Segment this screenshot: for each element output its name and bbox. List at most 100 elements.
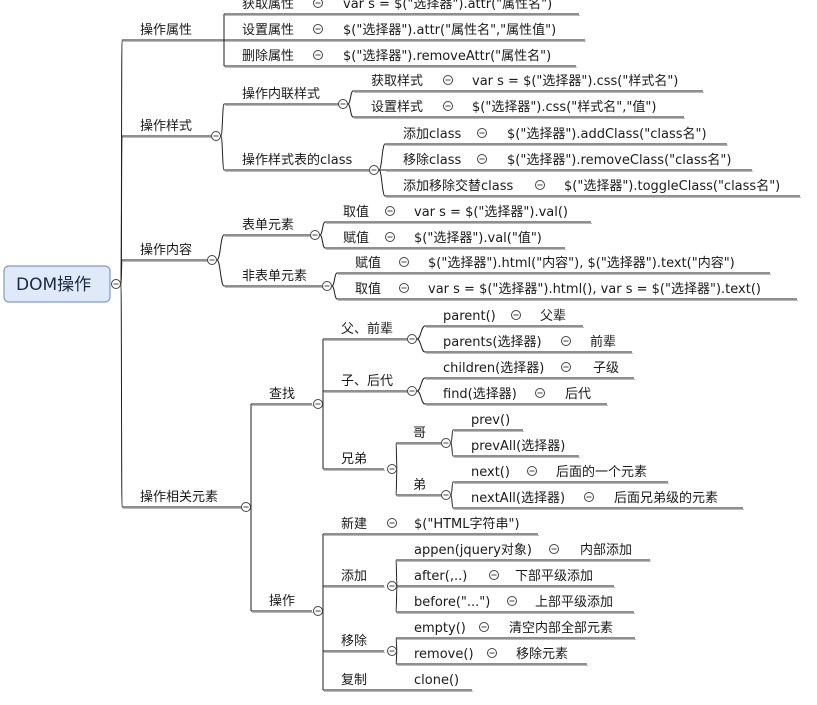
node-copy-code: clone() (414, 673, 459, 688)
collapse-minus-icon[interactable] (489, 570, 499, 580)
collapse-minus-icon[interactable] (443, 101, 453, 111)
node-siblings-label: 兄弟 (341, 452, 367, 467)
connector-line (220, 135, 225, 171)
collapse-minus-icon[interactable] (387, 518, 397, 528)
collapse-minus-icon[interactable] (385, 232, 395, 242)
connector-line (378, 143, 386, 171)
collapse-minus-icon[interactable] (111, 279, 121, 289)
node-attr-set-label: 设置属性 (242, 23, 294, 38)
node-attr-del-code: $("选择器").removeAttr("属性名") (343, 48, 551, 64)
connector-line (319, 234, 326, 249)
connector-line (216, 259, 225, 287)
collapse-minus-icon[interactable] (387, 464, 397, 474)
collapse-minus-icon[interactable] (511, 310, 521, 320)
collapse-minus-icon[interactable] (535, 388, 545, 398)
connector-line (319, 221, 326, 236)
collapse-minus-icon[interactable] (338, 99, 348, 109)
collapse-minus-icon[interactable] (584, 492, 594, 502)
node-remove-label: 移除 (341, 634, 367, 649)
connector-line (416, 390, 426, 405)
collapse-minus-icon[interactable] (399, 283, 409, 293)
collapse-minus-icon[interactable] (399, 257, 409, 267)
connector-line (216, 234, 225, 261)
connector-line (450, 442, 454, 457)
node-parent-fn-desc: 父辈 (540, 309, 566, 324)
collapse-minus-icon[interactable] (385, 206, 395, 216)
collapse-minus-icon[interactable] (322, 281, 332, 291)
connector-line (416, 377, 426, 392)
node-parent-fn-label: parent() (443, 309, 496, 324)
node-before-fn-desc: 上部平级添加 (535, 595, 613, 610)
collapse-minus-icon[interactable] (387, 581, 397, 591)
node-inline-get-code: var s = $("选择器").css("样式名") (472, 73, 678, 89)
node-find-label: 查找 (269, 387, 295, 402)
collapse-minus-icon[interactable] (369, 165, 379, 175)
collapse-minus-icon[interactable] (479, 622, 489, 632)
node-create-code: $("HTML字符串") (414, 516, 520, 532)
node-content-label: 操作内容 (140, 242, 192, 258)
node-attr-del-label: 删除属性 (242, 49, 294, 64)
node-prev-fn-label: prev() (471, 413, 510, 428)
node-next-fn-label: next() (471, 465, 510, 480)
node-after-fn-desc: 下部平级添加 (515, 569, 593, 584)
collapse-minus-icon[interactable] (407, 386, 417, 396)
collapse-minus-icon[interactable] (487, 648, 497, 658)
node-nextall-fn-desc: 后面兄弟级的元素 (614, 490, 718, 506)
root-node[interactable] (3, 265, 111, 303)
collapse-minus-icon[interactable] (441, 438, 451, 448)
collapse-minus-icon[interactable] (561, 362, 571, 372)
node-append-fn-label: appen(jquery对象) (414, 543, 532, 558)
node-find-fn-desc: 后代 (565, 387, 591, 402)
connector-line (347, 90, 354, 105)
collapse-minus-icon[interactable] (507, 596, 517, 606)
node-nextall-fn-label: nextAll(选择器) (471, 491, 565, 506)
node-nonform-get-label: 取值 (355, 281, 381, 297)
collapse-minus-icon[interactable] (549, 544, 559, 554)
collapse-minus-icon[interactable] (207, 255, 217, 265)
node-add-label: 添加 (341, 569, 367, 584)
node-attr-set-code: $("选择器").attr("属性名","属性值") (343, 22, 556, 38)
connector-line (450, 481, 454, 496)
connector-line (220, 103, 225, 137)
collapse-minus-icon[interactable] (241, 502, 251, 512)
node-after-fn-label: after(,..) (414, 569, 467, 584)
node-empty-fn-desc: 清空内部全部元素 (509, 620, 613, 636)
collapse-minus-icon[interactable] (313, 50, 323, 60)
node-children-label: 子、后代 (341, 374, 393, 389)
collapse-minus-icon[interactable] (211, 131, 221, 141)
collapse-minus-icon[interactable] (527, 466, 537, 476)
node-form-label: 表单元素 (242, 218, 294, 233)
collapse-minus-icon[interactable] (561, 336, 571, 346)
collapse-minus-icon[interactable] (313, 399, 323, 409)
node-create-label: 新建 (341, 516, 367, 532)
node-younger-label: 弟 (413, 478, 426, 493)
collapse-minus-icon[interactable] (387, 646, 397, 656)
collapse-minus-icon[interactable] (535, 180, 545, 190)
collapse-minus-icon[interactable] (313, 0, 323, 8)
node-empty-fn-label: empty() (414, 621, 466, 636)
collapse-minus-icon[interactable] (313, 606, 323, 616)
collapse-minus-icon[interactable] (477, 128, 487, 138)
node-parents-fn-desc: 前辈 (590, 334, 616, 350)
connector-line (395, 559, 398, 587)
connector-line (331, 285, 338, 300)
collapse-minus-icon[interactable] (313, 24, 323, 34)
node-children-fn-desc: 子级 (593, 361, 619, 376)
collapse-minus-icon[interactable] (477, 154, 487, 164)
collapse-minus-icon[interactable] (310, 230, 320, 240)
node-inline-get-label: 获取样式 (371, 74, 423, 89)
node-nonform-set-code: $("选择器").html("内容"), $("选择器").text("内容") (428, 255, 735, 271)
collapse-minus-icon[interactable] (441, 490, 451, 500)
node-nonform-set-label: 赋值 (355, 255, 381, 271)
connector-line (120, 283, 123, 508)
collapse-minus-icon[interactable] (407, 334, 417, 344)
node-class-tog-label: 添加移除交替class (403, 178, 513, 194)
node-class-rm-code: $("选择器").removeClass("class名") (507, 152, 731, 168)
node-attr-get-code: var s = $("选择器").attr("属性名") (343, 0, 552, 12)
node-parents-fn-label: parents(选择器) (443, 335, 542, 350)
root-node-label: DOM操作 (16, 275, 91, 295)
connector-line (416, 338, 426, 353)
node-remove-fn-desc: 移除元素 (516, 647, 568, 662)
collapse-minus-icon[interactable] (443, 75, 453, 85)
